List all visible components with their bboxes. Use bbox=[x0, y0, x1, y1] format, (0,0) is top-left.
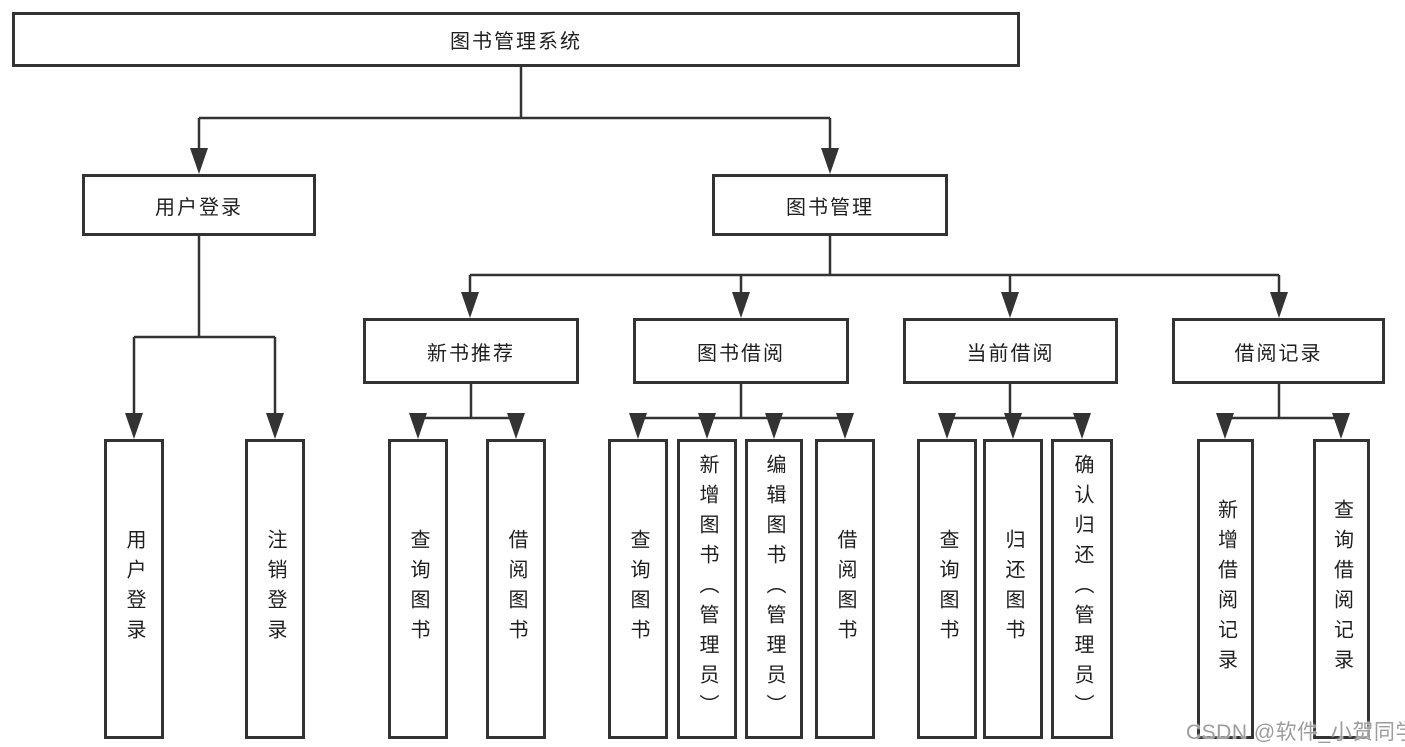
node-label: 借阅记录 bbox=[1234, 342, 1323, 365]
leaf-query-books-current: 查询图书 bbox=[917, 439, 977, 739]
node-label: 新书推荐 bbox=[427, 342, 515, 365]
node-label: 用户登录 bbox=[123, 529, 145, 649]
leaf-logout: 注销登录 bbox=[245, 439, 305, 739]
connector-book-borrow-to-leaves bbox=[629, 384, 854, 439]
leaf-borrow-books: 借阅图书 bbox=[815, 439, 875, 739]
node-current-borrowing: 当前借阅 bbox=[903, 318, 1118, 384]
node-label: 归还图书 bbox=[1002, 529, 1024, 649]
node-label: 图书管理 bbox=[786, 196, 874, 219]
leaf-query-borrow-record: 查询借阅记录 bbox=[1313, 439, 1370, 739]
node-label: 借阅图书 bbox=[505, 529, 527, 649]
leaf-confirm-return-admin: 确认归还（管理员） bbox=[1051, 439, 1113, 739]
node-new-book-recommendation: 新书推荐 bbox=[363, 318, 579, 384]
node-label: 新增借阅记录 bbox=[1214, 499, 1237, 679]
csdn-watermark: CSDN @软件_小贺同学 bbox=[1186, 721, 1405, 744]
node-book-management-system: 图书管理系统 bbox=[12, 12, 1020, 67]
leaf-edit-books-admin: 编辑图书（管理员） bbox=[745, 439, 803, 739]
leaf-user-login: 用户登录 bbox=[104, 439, 164, 739]
node-label: 查询借阅记录 bbox=[1330, 499, 1353, 679]
leaf-query-books-borrowing: 查询图书 bbox=[608, 439, 668, 739]
node-label: 新增图书（管理员） bbox=[696, 454, 718, 724]
node-label: 用户登录 bbox=[155, 196, 243, 219]
leaf-return-books: 归还图书 bbox=[983, 439, 1043, 739]
leaf-add-borrow-record: 新增借阅记录 bbox=[1197, 439, 1254, 739]
node-label: 查询图书 bbox=[407, 529, 429, 649]
connector-root-to-level2 bbox=[190, 67, 839, 174]
connector-current-borrow-to-leaves bbox=[938, 384, 1091, 439]
node-book-borrowing: 图书借阅 bbox=[633, 318, 849, 384]
connector-borrow-record-to-leaves bbox=[1216, 384, 1350, 439]
node-label: 注销登录 bbox=[264, 529, 286, 649]
leaf-query-books-recommend: 查询图书 bbox=[388, 439, 448, 739]
leaf-borrow-books-recommend: 借阅图书 bbox=[486, 439, 546, 739]
node-label: 图书管理系统 bbox=[450, 31, 582, 53]
connector-book-mgmt-to-level3 bbox=[461, 236, 1288, 318]
node-label: 图书借阅 bbox=[697, 342, 785, 365]
connector-user-login-to-leaves bbox=[125, 236, 284, 439]
connector-new-book-to-leaves bbox=[409, 384, 525, 439]
node-label: 编辑图书（管理员） bbox=[763, 454, 785, 724]
node-label: 查询图书 bbox=[936, 529, 958, 649]
node-label: 借阅图书 bbox=[834, 529, 856, 649]
node-label: 确认归还（管理员） bbox=[1071, 454, 1093, 724]
node-user-login: 用户登录 bbox=[82, 174, 316, 236]
node-borrowing-records: 借阅记录 bbox=[1172, 318, 1385, 384]
node-label: 当前借阅 bbox=[966, 342, 1055, 365]
leaf-add-books-admin: 新增图书（管理员） bbox=[677, 439, 737, 739]
node-book-management: 图书管理 bbox=[712, 174, 948, 236]
node-label: 查询图书 bbox=[627, 529, 649, 649]
